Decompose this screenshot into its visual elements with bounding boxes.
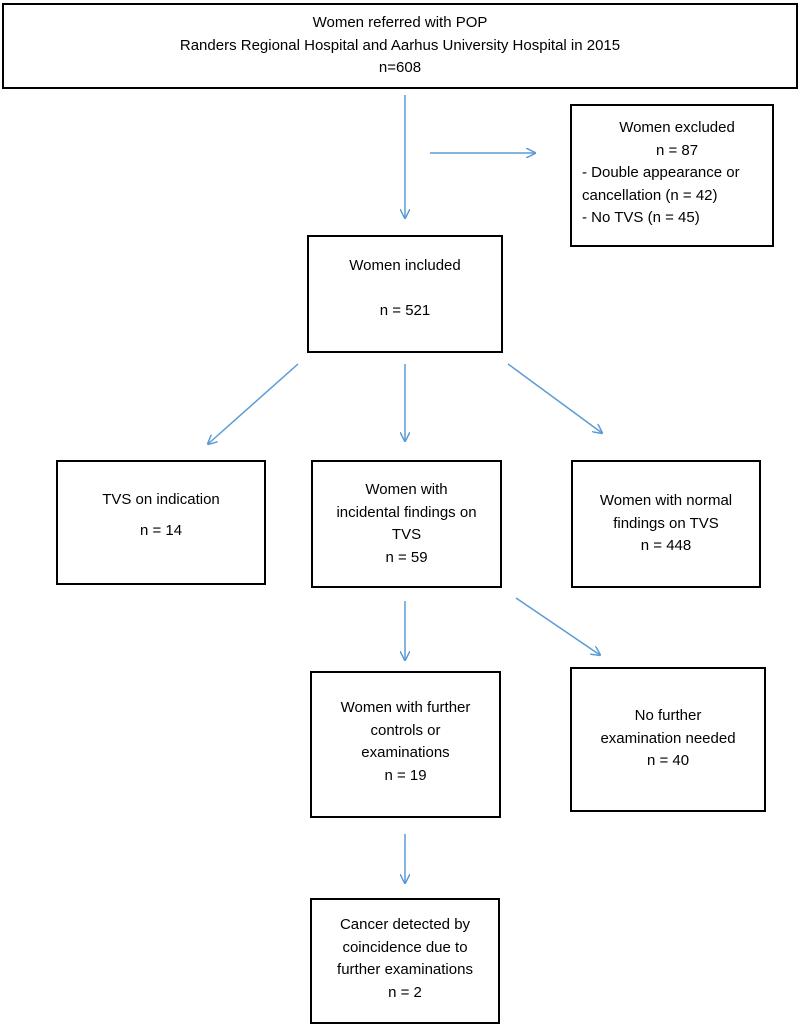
included-title: Women included bbox=[349, 257, 461, 274]
excluded-reason-1b: cancellation (n = 42) bbox=[582, 186, 718, 204]
box-no-further-examination: No further examination needed n = 40 bbox=[570, 667, 766, 812]
referred-title: Women referred with POP bbox=[312, 14, 488, 31]
no-further-count: n = 40 bbox=[646, 752, 690, 769]
box-cancer-detected: Cancer detected by coincidence due to fu… bbox=[310, 898, 500, 1024]
referred-hospitals: Randers Regional Hospital and Aarhus Uni… bbox=[179, 36, 621, 54]
incidental-line-3: TVS bbox=[391, 526, 422, 543]
cancer-count: n = 2 bbox=[388, 983, 422, 1001]
box-incidental-findings: Women with incidental findings on TVS n … bbox=[311, 460, 502, 588]
arrow-included-to-normal bbox=[507, 363, 602, 433]
cancer-line-3: further examinations bbox=[337, 961, 473, 978]
box-tvs-on-indication: TVS on indication n = 14 bbox=[56, 460, 266, 585]
cancer-line-1: Cancer detected by bbox=[339, 916, 471, 933]
normal-line-1: Women with normal bbox=[599, 492, 733, 509]
excluded-count: n = 87 bbox=[655, 141, 699, 159]
normal-count: n = 448 bbox=[640, 537, 692, 554]
no-further-line-1: No further bbox=[634, 707, 702, 724]
further-line-1: Women with further bbox=[340, 699, 471, 716]
tvs-indication-count: n = 14 bbox=[139, 521, 183, 539]
further-line-3: examinations bbox=[361, 744, 450, 761]
arrow-included-to-tvs-indication bbox=[208, 363, 299, 444]
tvs-indication-title: TVS on indication bbox=[102, 491, 220, 508]
incidental-line-1: Women with bbox=[365, 481, 448, 498]
box-women-included: Women included n = 521 bbox=[307, 235, 503, 353]
excluded-reason-1a: - Double appearance or bbox=[582, 164, 740, 181]
box-women-referred: Women referred with POP Randers Regional… bbox=[2, 3, 798, 89]
incidental-line-2: incidental findings on bbox=[336, 503, 477, 521]
referred-count: n=608 bbox=[378, 59, 422, 76]
box-further-controls: Women with further controls or examinati… bbox=[310, 671, 501, 818]
normal-line-2: findings on TVS bbox=[613, 514, 719, 532]
further-count: n = 19 bbox=[384, 766, 427, 784]
cancer-line-2: coincidence due to bbox=[342, 938, 468, 956]
excluded-reason-2: - No TVS (n = 45) bbox=[582, 209, 700, 226]
incidental-count: n = 59 bbox=[385, 548, 428, 566]
included-count: n = 521 bbox=[379, 301, 431, 319]
box-women-excluded: Women excluded n = 87 - Double appearanc… bbox=[570, 104, 774, 247]
arrow-incidental-to-no-further bbox=[515, 597, 600, 655]
box-normal-findings: Women with normal findings on TVS n = 44… bbox=[571, 460, 761, 588]
further-line-2: controls or bbox=[370, 721, 441, 739]
excluded-title: Women excluded bbox=[619, 119, 735, 136]
no-further-line-2: examination needed bbox=[600, 729, 736, 747]
